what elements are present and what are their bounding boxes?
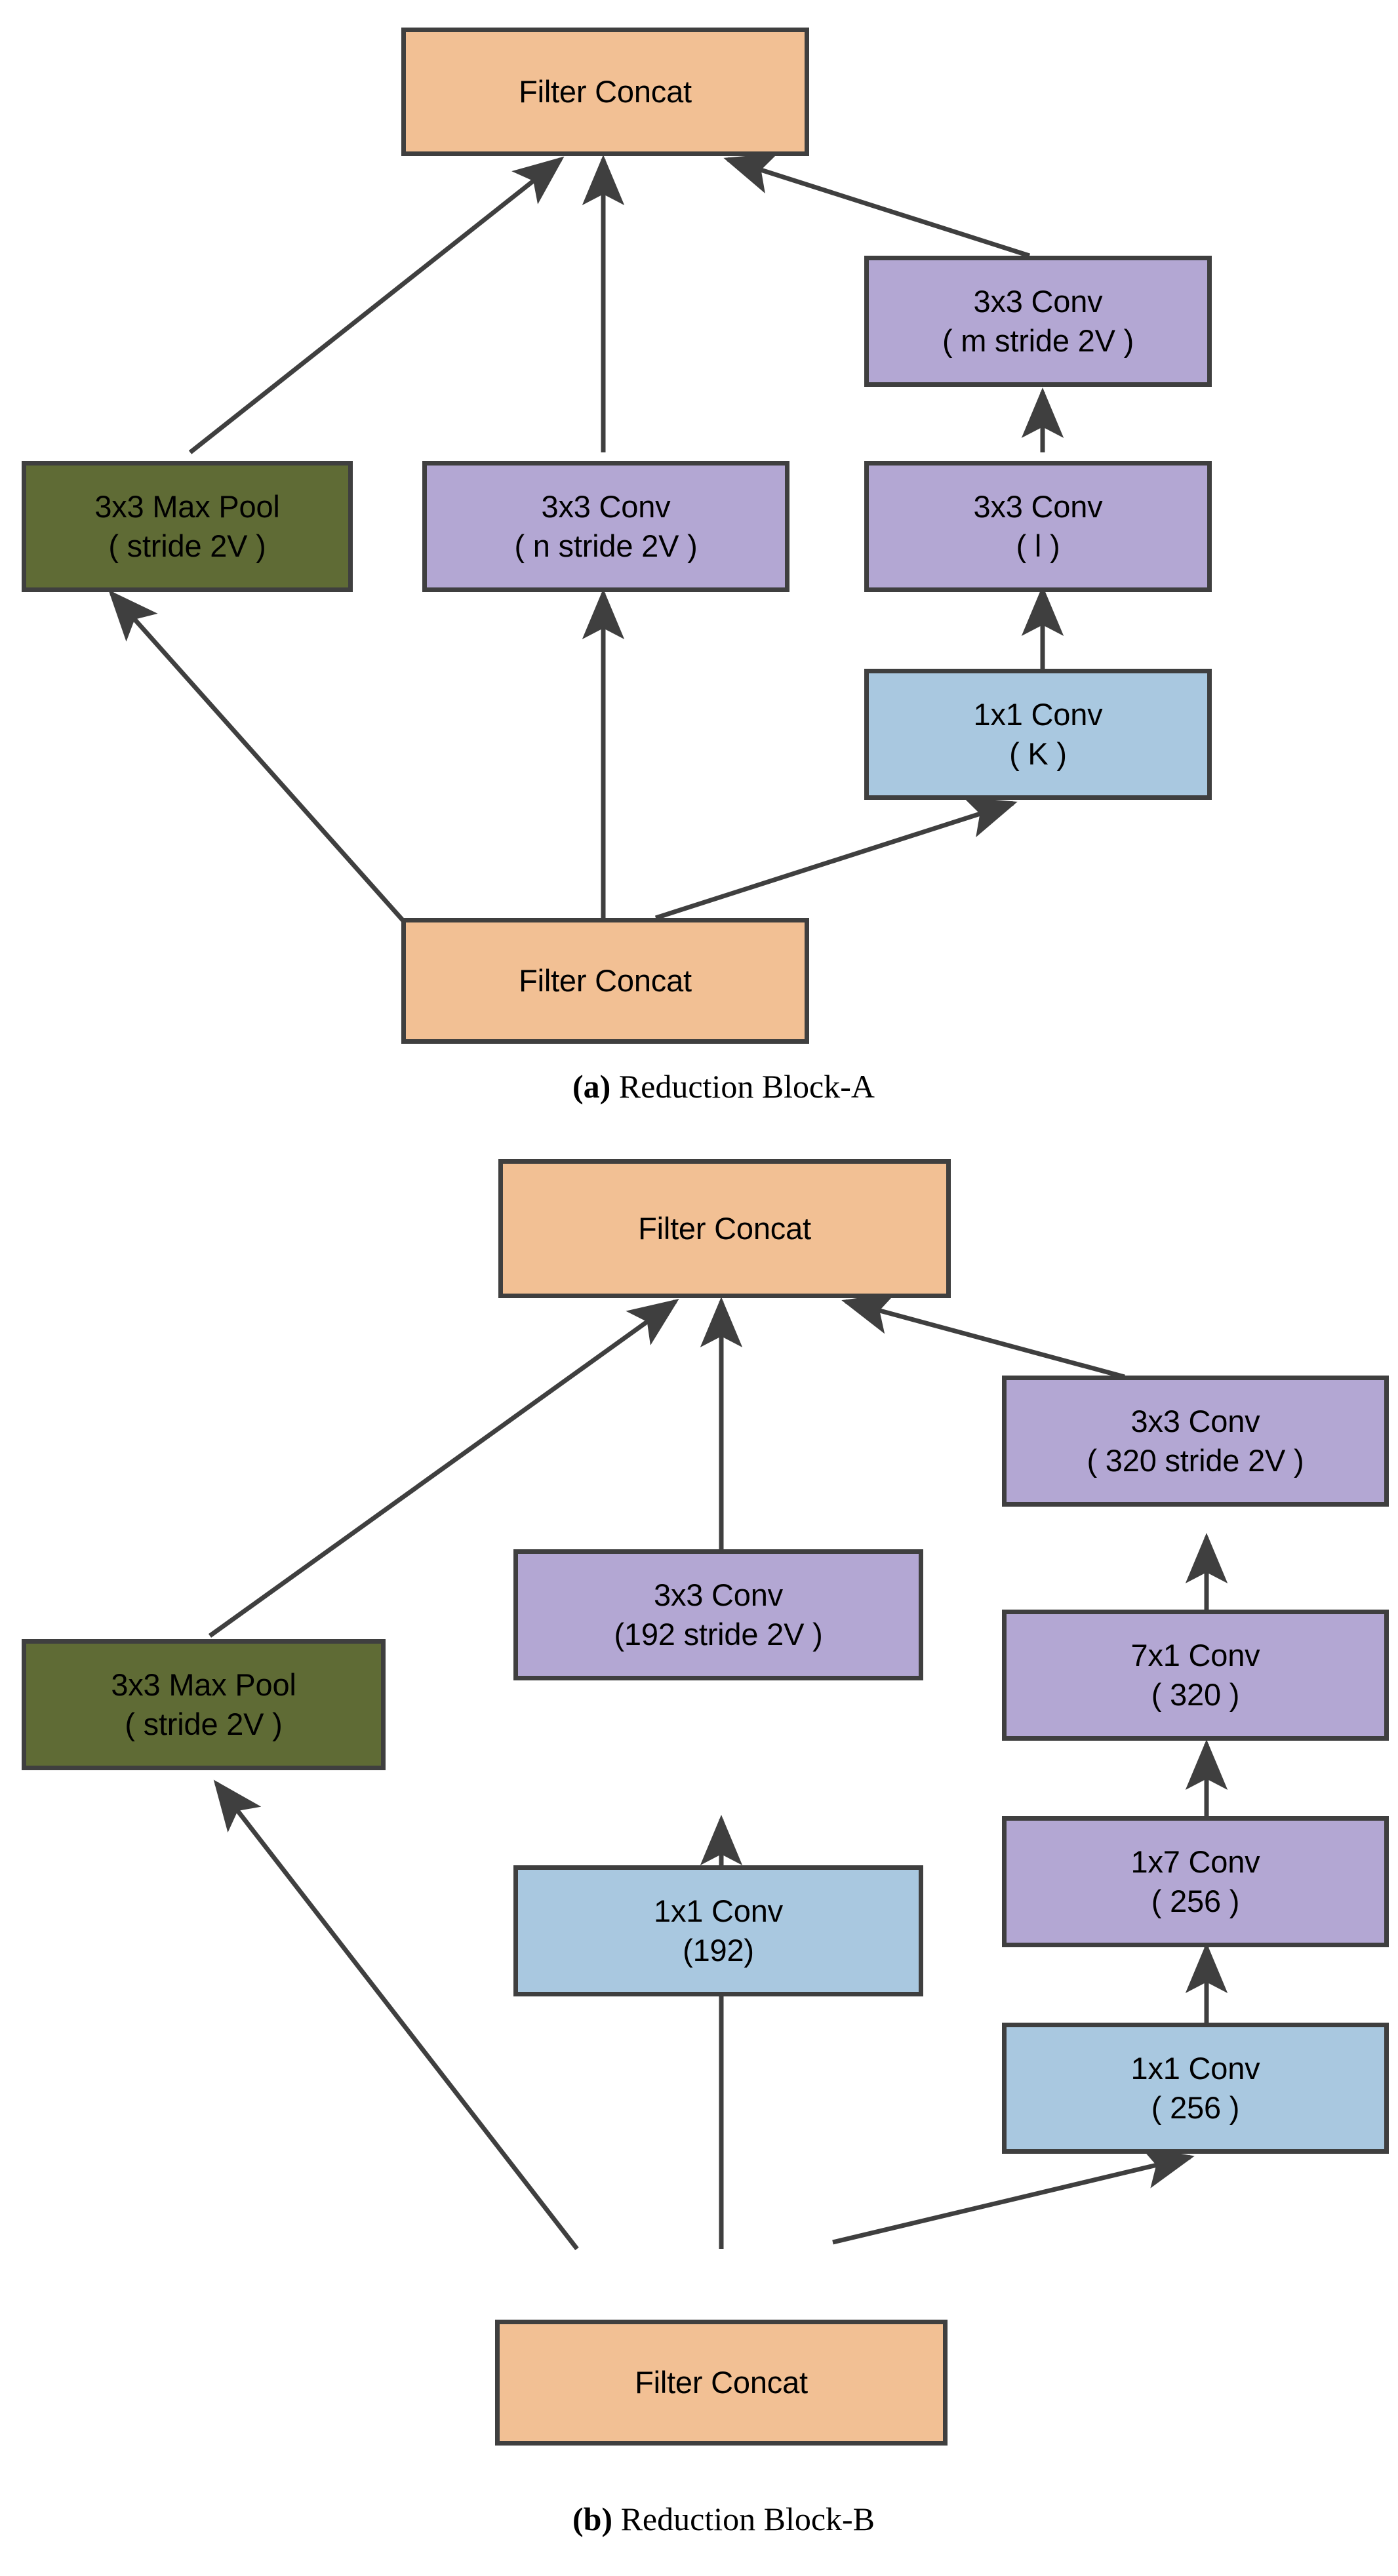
node-label-line2: ( 320 stride 2V )	[1087, 1443, 1304, 1478]
node-label-line2: ( n stride 2V )	[514, 528, 698, 563]
panel-a-max-pool-3x3[interactable]: 3x3 Max Pool ( stride 2V )	[22, 461, 353, 592]
panel-a-caption: (a) Reduction Block-A	[0, 1029, 1398, 1143]
node-label-line1: 1x1 Conv	[1130, 2050, 1260, 2086]
node-label-line1: 3x3 Max Pool	[111, 1667, 296, 1702]
panel-a-top-filter-concat[interactable]: Filter Concat	[401, 28, 809, 156]
node-label-line1: Filter Concat	[519, 73, 692, 109]
node-label-line2: ( stride 2V )	[125, 1707, 283, 1741]
node-label-line1: Filter Concat	[519, 962, 692, 998]
panel-b-conv-7x1-320[interactable]: 7x1 Conv ( 320 )	[1002, 1610, 1389, 1741]
node-label-line1: 1x1 Conv	[973, 696, 1103, 732]
panel-b-conv-3x3-192[interactable]: 3x3 Conv (192 stride 2V )	[513, 1549, 923, 1680]
panel-b-caption: (b) Reduction Block-B	[0, 2462, 1398, 2576]
node-label-line1: 3x3 Conv	[1130, 1403, 1260, 1438]
panel-b-conv-1x1-192[interactable]: 1x1 Conv (192)	[513, 1865, 923, 1996]
node-label-line2: ( 256 )	[1151, 1884, 1240, 1918]
panel-b-top-filter-concat[interactable]: Filter Concat	[498, 1159, 951, 1298]
node-label-line1: 1x1 Conv	[654, 1893, 783, 1928]
panel-a-caption-text: Reduction Block-A	[610, 1068, 875, 1105]
node-label-line1: 3x3 Conv	[541, 488, 671, 524]
panel-b-conv-1x1-256[interactable]: 1x1 Conv ( 256 )	[1002, 2023, 1389, 2154]
node-label-line2: ( stride 2V )	[108, 528, 266, 563]
node-label-line2: ( 256 )	[1151, 2090, 1240, 2125]
node-label-line1: 1x7 Conv	[1130, 1844, 1260, 1879]
panel-a-conv-3x3-n[interactable]: 3x3 Conv ( n stride 2V )	[422, 461, 789, 592]
node-label-line1: Filter Concat	[638, 1210, 811, 1246]
node-label-line1: Filter Concat	[635, 2364, 808, 2400]
node-label-line2: ( K )	[1009, 736, 1067, 771]
node-label-line2: ( l )	[1016, 528, 1060, 563]
panel-b-bottom-filter-concat[interactable]: Filter Concat	[495, 2320, 948, 2446]
panel-b-caption-text: Reduction Block-B	[612, 2501, 875, 2537]
node-label-line2: ( m stride 2V )	[942, 323, 1134, 358]
panel-a-conv-3x3-l[interactable]: 3x3 Conv ( l )	[864, 461, 1212, 592]
node-label-line1: 3x3 Conv	[654, 1577, 783, 1612]
panel-a-conv-3x3-m[interactable]: 3x3 Conv ( m stride 2V )	[864, 256, 1212, 387]
panel-b-max-pool-3x3[interactable]: 3x3 Max Pool ( stride 2V )	[22, 1639, 386, 1770]
node-label-line2: (192)	[683, 1933, 754, 1968]
node-label-line1: 7x1 Conv	[1130, 1637, 1260, 1673]
node-label-line2: ( 320 )	[1151, 1677, 1240, 1712]
node-label-line1: 3x3 Max Pool	[94, 488, 280, 524]
panel-b-conv-1x7-256[interactable]: 1x7 Conv ( 256 )	[1002, 1816, 1389, 1947]
node-label-line1: 3x3 Conv	[973, 283, 1103, 319]
node-label-line2: (192 stride 2V )	[614, 1617, 823, 1652]
panel-a-bottom-filter-concat[interactable]: Filter Concat	[401, 918, 809, 1044]
panel-a-caption-tag: (a)	[572, 1068, 611, 1105]
panel-b-conv-3x3-320[interactable]: 3x3 Conv ( 320 stride 2V )	[1002, 1376, 1389, 1507]
panel-a-conv-1x1-k[interactable]: 1x1 Conv ( K )	[864, 669, 1212, 800]
node-label-line1: 3x3 Conv	[973, 488, 1103, 524]
panel-b-caption-tag: (b)	[572, 2501, 613, 2537]
